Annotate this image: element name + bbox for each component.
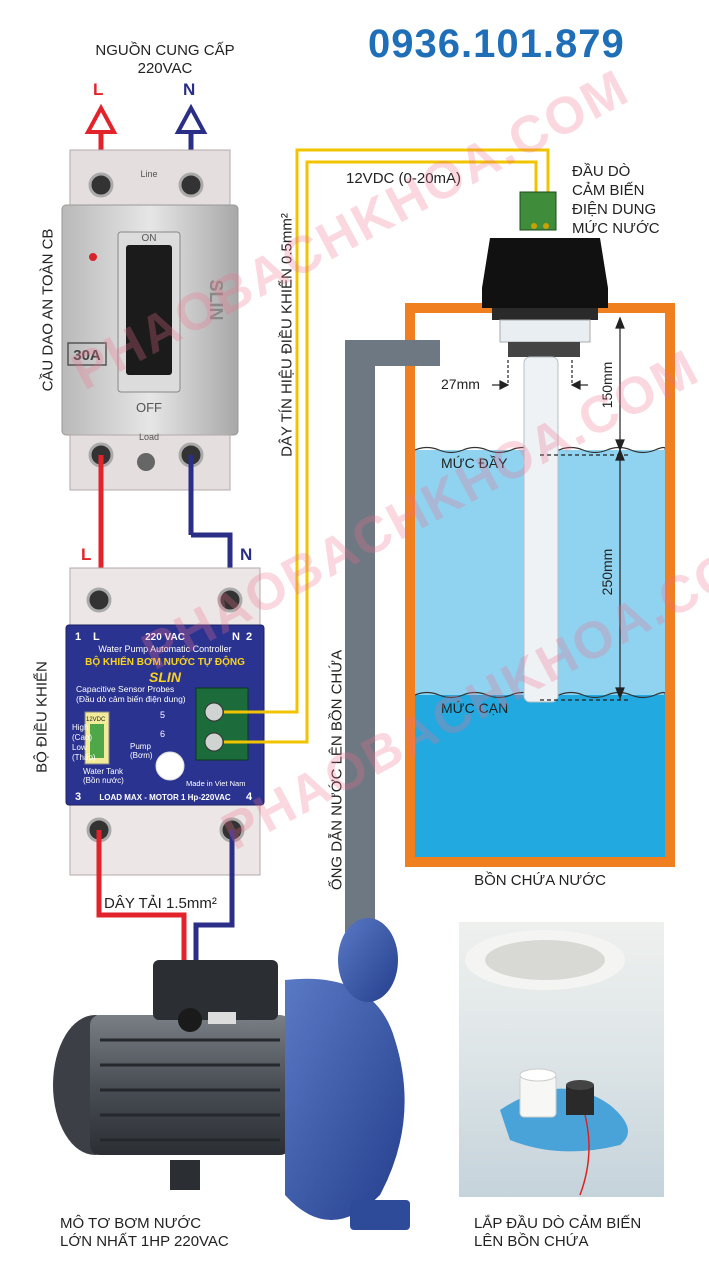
panel-n-label: N (232, 631, 240, 643)
terminal-4-label: 4 (246, 791, 253, 803)
breaker-load-text: Load (139, 432, 159, 442)
panel-title-en: Water Pump Automatic Controller (98, 644, 231, 654)
breaker-terminal-l-in (88, 172, 114, 198)
dimension-lines (492, 316, 630, 701)
terminal-1-label: 1 (75, 631, 81, 643)
breaker-side-label: CẦU DAO AN TOÀN CB (39, 228, 57, 392)
breaker-brand: SLIN (206, 279, 226, 320)
signal-wires (224, 148, 550, 744)
motor-caption-line1: MÔ TƠ BƠM NƯỚC (60, 1215, 202, 1232)
panel-vdc: 12VDC (86, 717, 106, 723)
probe-label-line2: CẢM BIẾN (572, 182, 645, 199)
panel-l-label: L (93, 631, 100, 643)
panel-brand: SLIN (149, 669, 182, 685)
breaker-off-text: OFF (136, 400, 162, 415)
panel-sensor-line1: Capacitive Sensor Probes (76, 684, 174, 694)
supply-label: NGUỒN CUNG CẤP 220VAC (80, 42, 250, 78)
signal-spec: 12VDC (0-20mA) (346, 170, 461, 187)
dim-top: 150mm (599, 362, 615, 409)
terminal-3-label: 3 (75, 791, 81, 803)
water-tank (405, 303, 675, 867)
pump-pipe (345, 340, 440, 940)
breaker-on-text: ON (142, 233, 157, 244)
phone-number: 0936.101.879 (368, 22, 625, 66)
panel-sensor-line2: (Đầu dò cảm biến điện dung) (76, 694, 186, 704)
pump-motor (53, 918, 410, 1230)
panel-pump: Pump (130, 742, 151, 751)
panel-low: Low (72, 743, 87, 752)
probe-label-line1: ĐẦU DÒ (572, 163, 630, 180)
breaker-screw (137, 453, 155, 471)
controller-unit (65, 567, 265, 876)
full-level-label: MỨC ĐẦY (441, 455, 508, 471)
panel-water-tank-vi: (Bồn nước) (83, 776, 124, 785)
install-caption-line1: LẮP ĐẦU DÒ CẢM BIẾN (474, 1215, 642, 1232)
panel-title-vi: BỘ KHIỂN BƠM NƯỚC TỰ ĐỘNG (85, 655, 245, 668)
panel-made-in: Made in Viet Nam (186, 779, 245, 788)
panel-water-tank: Water Tank (83, 767, 124, 776)
supply-l-label: L (93, 80, 103, 99)
probe-label: ĐẦU DÒ CẢM BIẾN ĐIỆN DUNG MỨC NƯỚC (572, 163, 660, 237)
breaker-rating: 30A (73, 347, 101, 364)
breaker-line-text: Line (140, 169, 157, 179)
supply-n-label: N (183, 80, 195, 99)
controller-n-label: N (240, 545, 252, 564)
panel-high: High (72, 723, 88, 732)
motor-caption-line2: LỚN NHẤT 1HP 220VAC (60, 1233, 229, 1250)
probe-label-line3: ĐIỆN DUNG (572, 201, 656, 218)
probe-label-line4: MỨC NƯỚC (572, 220, 660, 237)
terminal-6-label: 6 (160, 729, 165, 739)
controller-side-label: BỘ ĐIỀU KHIỂN (33, 661, 51, 773)
panel-load-max: LOAD MAX - MOTOR 1 Hp-220VAC (99, 793, 230, 802)
load-wire-label: DÂY TẢI 1.5mm² (104, 895, 217, 912)
panel-high-vi: (Cao) (72, 733, 92, 742)
controller-l-label: L (81, 545, 91, 564)
panel-voltage: 220 VAC (145, 632, 185, 643)
breaker-terminal-n-in (178, 172, 204, 198)
dim-range: 250mm (599, 549, 615, 596)
install-caption-line2: LÊN BỒN CHỨA (474, 1233, 589, 1250)
circuit-breaker: 30A ON OFF Line Load SLIN (61, 149, 239, 491)
install-photo (459, 922, 664, 1197)
terminal-2-label: 2 (246, 631, 252, 643)
supply-label-line2: 220VAC (137, 60, 193, 77)
panel-pump-vi: (Bơm) (130, 751, 153, 760)
low-level-label: MỨC CẠN (441, 700, 508, 716)
tank-caption: BỒN CHỨA NƯỚC (474, 871, 606, 889)
terminal-5-label: 5 (160, 710, 165, 720)
dim-diameter: 27mm (441, 376, 480, 392)
sensor-probe (482, 191, 608, 703)
install-caption: LẮP ĐẦU DÒ CẢM BIẾN LÊN BỒN CHỨA (474, 1215, 641, 1251)
motor-caption: MÔ TƠ BƠM NƯỚC LỚN NHẤT 1HP 220VAC (60, 1215, 229, 1251)
controller-labels: 1 L 220 VAC N 2 Water Pump Automatic Con… (72, 631, 253, 803)
panel-low-vi: (Thấp) (72, 753, 96, 762)
supply-label-line1: NGUỒN CUNG CẤP (95, 42, 235, 59)
